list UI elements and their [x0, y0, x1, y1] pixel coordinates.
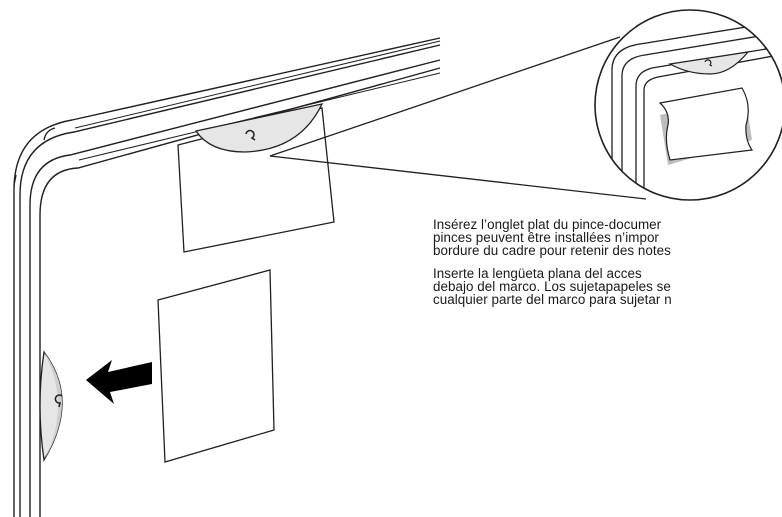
french-line-2: pinces peuvent être installées n’impor [433, 230, 659, 245]
top-clip-group [177, 103, 335, 253]
top-clip [194, 103, 324, 153]
left-paper-note [157, 269, 275, 463]
left-clip-highlight [44, 352, 62, 460]
left-clip-mark-icon [54, 394, 63, 408]
instructions: Insérez l’onglet plat du pince-documer p… [433, 218, 782, 316]
zoom-clip [668, 51, 750, 75]
zoom-clip-mark-icon [704, 59, 713, 67]
instructions-french: Insérez l’onglet plat du pince-documer p… [433, 218, 782, 257]
left-clip-group [39, 269, 275, 463]
board-frame [13, 37, 441, 517]
spanish-line-2: debajo del marco. Los sujetapapeles se [433, 279, 671, 294]
french-line-3: bordure du cadre pour retenir des notes [433, 243, 671, 258]
frame-top-rails [74, 40, 441, 161]
instructions-spanish: Inserte la lengüeta plana del acces deba… [433, 267, 782, 306]
zoom-note [658, 87, 754, 161]
zoom-callout [594, 9, 782, 201]
spanish-line-3: cualquier parte del marco para sujetar n [433, 292, 672, 307]
top-clip-mark-icon [245, 129, 256, 141]
callout-lines [269, 36, 647, 200]
french-line-1: Insérez l’onglet plat du pince-documer [433, 217, 662, 232]
spanish-line-1: Inserte la lengüeta plana del acces [433, 266, 642, 281]
left-arrow-icon [86, 360, 152, 404]
